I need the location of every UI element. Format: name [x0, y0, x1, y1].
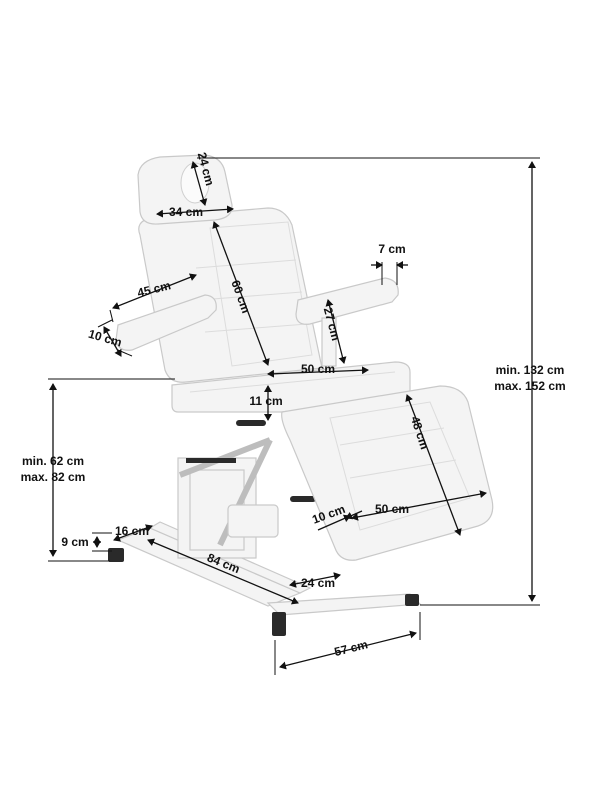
label-headrest-width: 34 cm [169, 205, 203, 219]
label-total-height-min: min. 132 cm [496, 363, 565, 377]
label-legrest-width: 50 cm [375, 502, 409, 516]
label-seat-height-max: max. 82 cm [21, 470, 86, 484]
label-armrest-gap: 7 cm [378, 242, 405, 256]
chair-illustration [108, 154, 494, 636]
label-seat-thickness: 11 cm [249, 394, 282, 408]
label-foot-height: 9 cm [61, 535, 88, 549]
label-base-beam-width: 24 cm [301, 576, 335, 590]
label-seat-width: 50 cm [301, 362, 335, 376]
label-base-width: 57 cm [333, 637, 369, 659]
chair-legrest [281, 385, 494, 561]
label-total-height-max: max. 152 cm [494, 379, 565, 393]
chair-backrest [138, 207, 323, 383]
label-seat-height-min: min. 62 cm [22, 454, 84, 468]
label-foot-width: 16 cm [115, 524, 149, 538]
dimension-lines [48, 157, 540, 675]
